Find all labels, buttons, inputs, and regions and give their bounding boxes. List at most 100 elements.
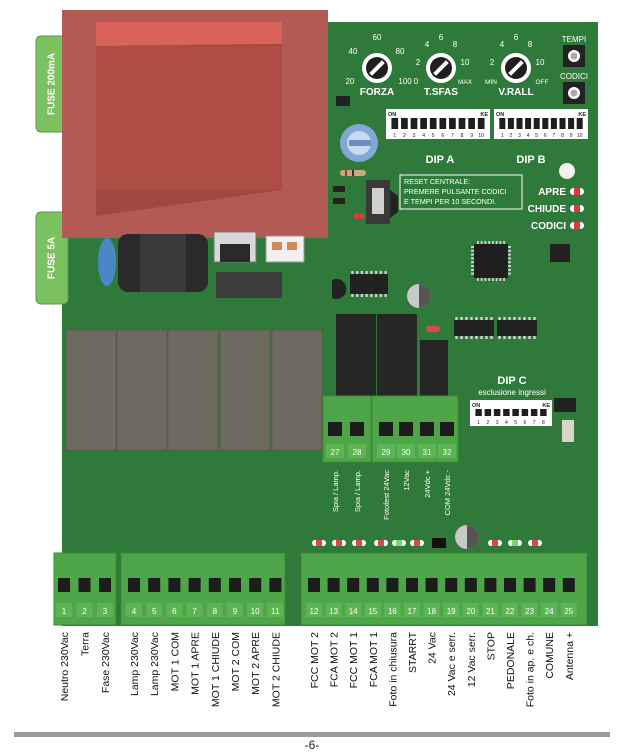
terminal-screw-7[interactable]	[188, 578, 201, 592]
dip-b-switch[interactable]	[559, 118, 566, 129]
driver-ic-pin	[374, 271, 378, 274]
dip-b-switch[interactable]	[507, 118, 514, 129]
terminal-number-2: 2	[82, 607, 87, 616]
dip-a-switch[interactable]	[468, 118, 475, 129]
terminal-number-15: 15	[368, 607, 377, 616]
terminal-number-bg	[418, 444, 436, 458]
dip-a-switch[interactable]	[391, 118, 399, 129]
mcu-pin	[471, 249, 474, 252]
terminal-screw-6[interactable]	[168, 578, 181, 592]
terminal-screw-2[interactable]	[78, 578, 91, 592]
dip-a-switch[interactable]	[420, 118, 427, 129]
logic-ic-2-pin	[528, 317, 531, 320]
dip-a-number: 9	[470, 133, 473, 139]
terminal-screw-28[interactable]	[350, 422, 364, 436]
codici-label: CODICI	[560, 72, 588, 81]
terminal-screw-11[interactable]	[269, 578, 282, 592]
dip-a-number: 5	[432, 133, 435, 139]
dip-a-switch[interactable]	[449, 118, 456, 129]
dip-b-switch[interactable]	[525, 118, 532, 129]
terminal-screw-17[interactable]	[406, 578, 418, 592]
terminal-number-18: 18	[427, 607, 436, 616]
terminal-screw-5[interactable]	[148, 578, 161, 592]
dip-a-switch[interactable]	[477, 118, 485, 129]
terminal-screw-20[interactable]	[464, 578, 477, 592]
dip-c-switch[interactable]	[484, 409, 492, 416]
terminal-screw-4[interactable]	[128, 578, 140, 592]
terminal-screw-31[interactable]	[420, 422, 434, 436]
terminal-screw-27[interactable]	[328, 422, 342, 436]
terminal-screw-13[interactable]	[327, 578, 340, 592]
terminal-screw-14[interactable]	[347, 578, 360, 592]
smd-part-band	[512, 540, 518, 546]
trimmer-tsfas-tick: MAX	[458, 79, 473, 86]
terminal-screw-12[interactable]	[308, 578, 320, 592]
dip-a-switch[interactable]	[429, 118, 437, 129]
terminal-screw-8[interactable]	[208, 578, 221, 592]
terminal-screw-19[interactable]	[445, 578, 458, 592]
terminal-screw-30[interactable]	[399, 422, 413, 436]
dip-c-switch[interactable]	[530, 409, 538, 416]
terminal-screw-25[interactable]	[562, 578, 575, 592]
dip-b-switch[interactable]	[550, 118, 557, 129]
dip-c-switch[interactable]	[503, 409, 510, 416]
terminal-number-bg	[186, 603, 203, 617]
dip-a-switch[interactable]	[458, 118, 466, 129]
terminal-screw-9[interactable]	[229, 578, 241, 592]
dip-a-number: 1	[393, 133, 396, 139]
dip-b-switch[interactable]	[499, 118, 506, 129]
dip-b-switch[interactable]	[576, 118, 583, 129]
logic-ic-2-pin	[533, 336, 536, 339]
terminal-number-30: 30	[402, 448, 411, 457]
terminal-screw-29[interactable]	[379, 422, 393, 436]
power-block-2	[377, 314, 417, 396]
terminal-screw-10[interactable]	[249, 578, 262, 592]
dip-a-switch[interactable]	[439, 118, 447, 129]
terminal-number-bg	[560, 603, 577, 617]
transformer	[62, 10, 328, 238]
dip-b-switch[interactable]	[568, 118, 575, 129]
power-block-3	[420, 340, 448, 396]
small-red-led-mid	[426, 326, 440, 332]
dip-c-switch[interactable]	[493, 409, 501, 416]
mcu-pin	[503, 241, 506, 244]
dip-b-number: 2	[510, 133, 513, 139]
terminal-screw-18[interactable]	[425, 578, 438, 592]
terminal-screw-22[interactable]	[504, 578, 516, 592]
terminal-screw-24[interactable]	[543, 578, 556, 592]
terminal-screw-15[interactable]	[366, 578, 379, 592]
terminal-screw-3[interactable]	[99, 578, 111, 592]
mcu-pin	[495, 241, 498, 244]
dip-b-switch[interactable]	[533, 118, 540, 129]
dip-c-switch[interactable]	[540, 409, 547, 416]
dip-a-switch[interactable]	[410, 118, 418, 129]
terminal-screw-16[interactable]	[386, 578, 399, 592]
terminal-label-28: Spia / Lamp.	[353, 470, 362, 512]
driver-ic-pin	[355, 271, 359, 274]
driver-ic-pin	[355, 294, 359, 297]
codici-button[interactable]: CODICI	[560, 72, 588, 104]
dip-c-switch[interactable]	[512, 409, 519, 416]
terminal-screw-1[interactable]	[58, 578, 70, 592]
terminal-screw-32[interactable]	[440, 422, 454, 436]
dip-c-switch[interactable]	[521, 409, 529, 416]
terminal-screw-21[interactable]	[484, 578, 497, 592]
dip-a-switch[interactable]	[401, 118, 408, 129]
dip-c-switch[interactable]	[475, 409, 482, 416]
terminal-number-bg	[76, 603, 93, 617]
dip-c-ke-label: KE	[542, 403, 550, 409]
logic-ic-1-pin	[475, 336, 478, 339]
dip-b-switch[interactable]	[542, 118, 549, 129]
terminal-screw-23[interactable]	[523, 578, 536, 592]
dip-b-switch[interactable]	[516, 118, 523, 129]
trimmer-tsfas-slot	[433, 60, 449, 76]
trimmer-vrall-tick: 6	[514, 33, 519, 42]
terminal-number-bg	[364, 603, 381, 617]
tempi-button[interactable]: TEMPI	[562, 35, 586, 67]
